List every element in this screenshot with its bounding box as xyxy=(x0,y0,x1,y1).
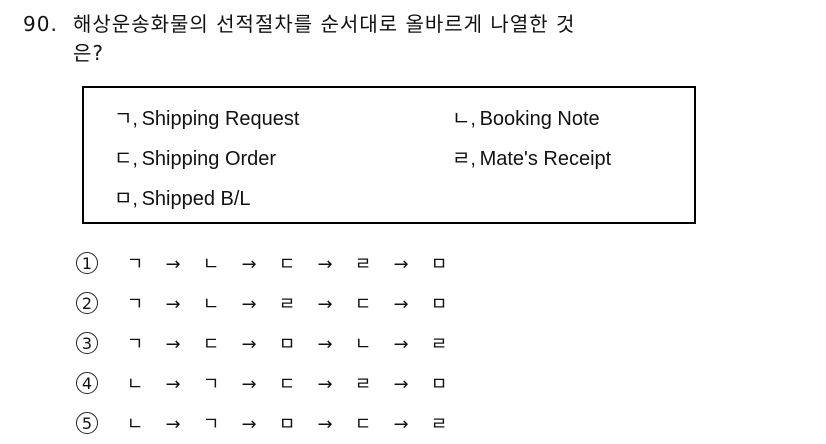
box-item-1: ㄱ, Shipping Request xyxy=(114,102,299,131)
box-item-3: ㄷ, Shipping Order xyxy=(114,142,276,171)
answer-option-2[interactable]: 2 ㄱ→ㄴ→ㄹ→ㄷ→ㅁ xyxy=(76,290,458,316)
answer-option-5[interactable]: 5 ㄴ→ㄱ→ㅁ→ㄷ→ㄹ xyxy=(76,410,458,436)
option-sequence: ㄴ→ㄱ→ㄷ→ㄹ→ㅁ xyxy=(126,374,448,395)
item-marker: ㅁ, xyxy=(114,188,138,210)
item-label: Shipping Request xyxy=(141,108,300,130)
option-number: 3 xyxy=(76,332,98,354)
option-sequence: ㄱ→ㄴ→ㄹ→ㄷ→ㅁ xyxy=(126,294,448,315)
question-line-1: 90. 해상운송화물의 선적절차를 순서대로 올바르게 나열한 것 xyxy=(23,8,575,37)
box-item-5: ㅁ, Shipped B/L xyxy=(114,182,251,211)
option-number: 5 xyxy=(76,412,98,434)
question-number: 90. xyxy=(23,12,58,36)
item-marker: ㄹ, xyxy=(452,148,476,170)
item-label: Mate's Receipt xyxy=(479,148,612,170)
question-line-2: 은? xyxy=(73,41,105,65)
item-marker: ㄴ, xyxy=(452,108,476,130)
answer-option-1[interactable]: 1 ㄱ→ㄴ→ㄷ→ㄹ→ㅁ xyxy=(76,250,458,276)
option-sequence: ㄱ→ㄷ→ㅁ→ㄴ→ㄹ xyxy=(126,334,448,355)
item-label: Booking Note xyxy=(479,108,600,130)
option-sequence: ㄱ→ㄴ→ㄷ→ㄹ→ㅁ xyxy=(126,254,448,275)
item-label: Shipping Order xyxy=(141,148,277,170)
box-item-4: ㄹ, Mate's Receipt xyxy=(452,142,611,171)
option-number: 2 xyxy=(76,292,98,314)
option-number: 4 xyxy=(76,372,98,394)
answer-option-3[interactable]: 3 ㄱ→ㄷ→ㅁ→ㄴ→ㄹ xyxy=(76,330,458,356)
question-text: 해상운송화물의 선적절차를 순서대로 올바르게 나열한 것 xyxy=(73,12,576,36)
option-sequence: ㄴ→ㄱ→ㅁ→ㄷ→ㄹ xyxy=(126,414,448,435)
answer-option-4[interactable]: 4 ㄴ→ㄱ→ㄷ→ㄹ→ㅁ xyxy=(76,370,458,396)
items-box: ㄱ, Shipping Request ㄴ, Booking Note ㄷ, S… xyxy=(82,86,696,224)
item-marker: ㄱ, xyxy=(114,108,138,130)
box-item-2: ㄴ, Booking Note xyxy=(452,102,600,131)
item-marker: ㄷ, xyxy=(114,148,138,170)
item-label: Shipped B/L xyxy=(141,188,251,210)
option-number: 1 xyxy=(76,252,98,274)
